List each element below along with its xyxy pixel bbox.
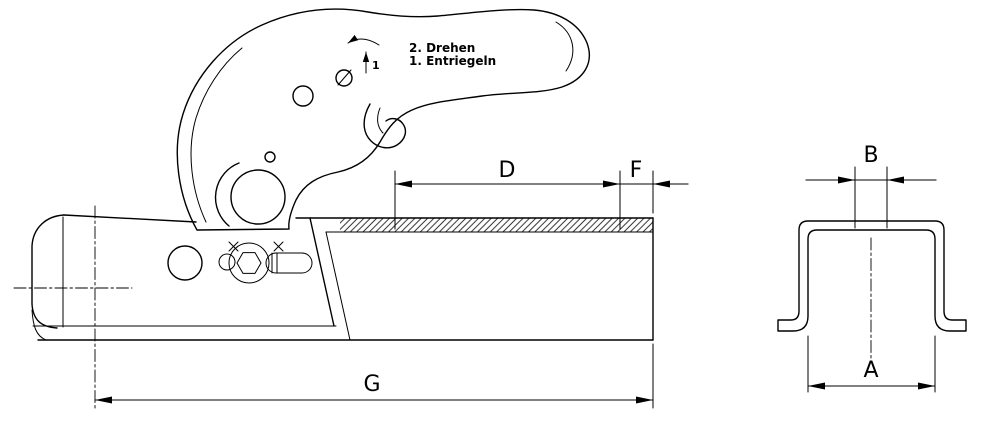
dimension-f: F — [619, 158, 689, 214]
housing-hole — [167, 245, 203, 281]
channel-profile — [777, 220, 967, 332]
housing-nose-bottom — [31, 309, 47, 341]
dimension-d: D — [394, 158, 621, 230]
arrow-number-label: 1 — [372, 59, 380, 72]
dimension-a: A — [807, 335, 936, 393]
lock-hex-nut — [236, 252, 262, 274]
latch-hook — [363, 103, 407, 149]
instruction-annotation: 1 2. Drehen 1. Entriegeln — [347, 34, 496, 74]
lock-slot — [265, 252, 313, 274]
pivot-pin — [264, 151, 276, 163]
section-view: B A — [777, 143, 967, 393]
instruction-step-1: 1. Entriegeln — [409, 54, 496, 68]
coupling-handle — [176, 8, 590, 231]
side-view: 1 2. Drehen 1. Entriegeln D F G — [13, 8, 689, 409]
latch-hook-inner — [377, 107, 384, 134]
dim-label-d: D — [499, 158, 516, 183]
dim-label-g: G — [363, 372, 380, 397]
ball-socket — [214, 151, 286, 227]
lock-ring — [228, 242, 270, 284]
dim-label-a: A — [863, 358, 878, 383]
dimension-b: B — [805, 143, 937, 229]
dimension-g: G — [94, 343, 654, 409]
housing-rear-edge — [309, 217, 335, 327]
lock-pin-slash — [337, 69, 352, 86]
tube-wall-hatching — [340, 218, 653, 232]
x-mark-icon — [273, 241, 284, 252]
dim-label-b: B — [863, 143, 878, 168]
lock-pin-head — [335, 69, 353, 87]
dim-label-f: F — [630, 158, 643, 183]
handle-outline — [176, 8, 590, 231]
housing-rear-inner-edge — [325, 231, 351, 341]
coupling-housing — [31, 214, 351, 341]
socket-circle — [230, 169, 286, 225]
safety-pin-hole — [218, 253, 236, 271]
housing-nose — [31, 214, 65, 329]
socket-outer-arc — [214, 162, 240, 227]
handle-inner-fold — [190, 47, 243, 223]
x-mark-icon — [228, 241, 239, 252]
handle-hole — [292, 85, 314, 107]
instruction-step-2: 2. Drehen — [409, 41, 475, 55]
housing-top-edge — [63, 214, 197, 223]
handle-grip-line — [555, 21, 574, 72]
lock-pin-icon — [335, 69, 353, 87]
drawbar-tube — [37, 217, 654, 341]
rotation-arrow-icon — [347, 34, 380, 46]
locking-mechanism — [218, 241, 313, 284]
